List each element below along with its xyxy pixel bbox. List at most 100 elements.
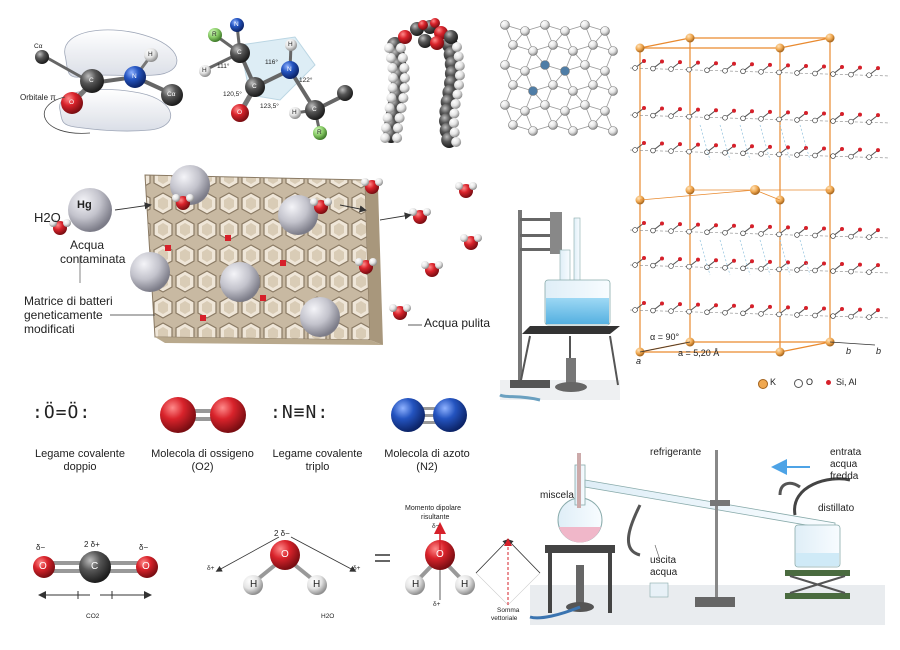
crystal-si-atom bbox=[840, 112, 844, 117]
crystal-o-atom bbox=[740, 265, 746, 272]
lipid-h-atom bbox=[392, 133, 403, 143]
crystal-o-atom bbox=[740, 310, 746, 316]
lipid-h-atom bbox=[452, 42, 462, 52]
crystal-si-atom bbox=[840, 65, 844, 70]
angle-label-1235: 123,5° bbox=[260, 103, 279, 110]
crystal-axis-b bbox=[829, 341, 876, 346]
lattice-atom bbox=[548, 120, 558, 130]
lattice-figure bbox=[495, 15, 635, 155]
legend-sial-icon bbox=[826, 380, 831, 385]
crystal-si-atom bbox=[858, 112, 862, 117]
water-hydrogen-atom bbox=[403, 304, 411, 312]
bunsen-setup-figure bbox=[499, 200, 630, 410]
h2o-drawing bbox=[215, 522, 541, 606]
lipid-h-atom bbox=[399, 83, 410, 93]
water-hydrogen-atom bbox=[49, 219, 57, 227]
lattice-atom bbox=[600, 66, 610, 76]
lipid-head-atom bbox=[398, 30, 412, 44]
lattice-atom bbox=[580, 100, 590, 110]
lattice-atom bbox=[548, 40, 558, 50]
water-hydrogen-atom bbox=[310, 198, 318, 206]
amide-h-label: H bbox=[148, 51, 153, 58]
crystal-o-atom bbox=[632, 112, 638, 118]
crystal-o-atom bbox=[830, 268, 836, 274]
lipid-h-atom bbox=[454, 61, 465, 71]
crystal-o-atom bbox=[758, 151, 764, 157]
crystal-o-atom bbox=[668, 263, 674, 269]
crystal-o-atom bbox=[740, 68, 746, 74]
water-hydrogen-atom bbox=[324, 198, 332, 206]
crystal-o-atom bbox=[866, 234, 872, 240]
lipid-h-atom bbox=[387, 83, 398, 93]
crystal-si-atom bbox=[786, 305, 790, 310]
lattice-atom bbox=[608, 126, 618, 136]
bond-molecules-drawing bbox=[160, 397, 467, 433]
crystal-si-atom bbox=[660, 301, 664, 306]
crystal-si-atom bbox=[768, 259, 772, 264]
n2-left-atom bbox=[391, 398, 425, 432]
lattice-atom bbox=[508, 40, 518, 50]
peptide-c2-label: C bbox=[252, 83, 257, 90]
crystal-si-atom bbox=[804, 145, 808, 150]
crystal-o-atom bbox=[686, 66, 692, 73]
water-hydrogen-atom bbox=[474, 234, 482, 242]
mercury-atom bbox=[300, 297, 340, 337]
crystal-o-atom bbox=[650, 112, 656, 119]
co2-o-right-atom bbox=[136, 556, 158, 578]
crystal-si-atom bbox=[858, 65, 862, 70]
crystal-o-atom bbox=[830, 153, 836, 159]
crystal-o-atom bbox=[668, 113, 674, 119]
crystal-si-atom bbox=[696, 257, 700, 262]
crystal-o-atom bbox=[740, 150, 746, 157]
amide-orbital-figure: Cα Orbitale π C O N H Cα bbox=[20, 15, 190, 140]
crystal-o-atom bbox=[776, 69, 782, 76]
crystal-o-atom bbox=[848, 153, 854, 160]
water-hydrogen-atom bbox=[389, 304, 397, 312]
h2o-h2-left-label: H bbox=[412, 579, 420, 590]
h2o-delta-plus-left: δ+ bbox=[207, 565, 215, 572]
lattice-atom bbox=[568, 126, 578, 136]
crystal-o-atom bbox=[866, 154, 872, 160]
crystal-si-atom bbox=[678, 302, 682, 307]
mercury-atom bbox=[170, 165, 210, 205]
caption-oxygen-2: (O2) bbox=[191, 460, 214, 473]
water-hydrogen-atom bbox=[435, 261, 443, 269]
crystal-o-atom bbox=[830, 233, 836, 239]
crystal-si-atom bbox=[642, 256, 646, 260]
crystal-si-atom bbox=[696, 142, 700, 147]
lattice-atom bbox=[528, 86, 538, 96]
lattice-atom bbox=[560, 106, 570, 116]
crystal-si-atom bbox=[678, 142, 682, 147]
crystal-o-atom bbox=[704, 67, 710, 73]
lattice-atom bbox=[540, 60, 550, 70]
crystal-hbond bbox=[699, 239, 711, 276]
h2o-o2-label: O bbox=[436, 549, 444, 560]
crystal-si-atom bbox=[786, 63, 790, 68]
legend-o-label: O bbox=[806, 377, 814, 387]
matrix-label-3: modificati bbox=[24, 322, 75, 336]
crystal-o-atom bbox=[704, 114, 710, 120]
peptide-c-label: C bbox=[237, 49, 242, 56]
crystal-o-atom bbox=[830, 313, 836, 319]
bond-row: :Ö=Ö: :N≡N: Legame covalente doppio Mole… bbox=[20, 390, 480, 490]
amide-carbon-sub-label: Cα bbox=[34, 43, 43, 50]
legend-sial-label: Si, Al bbox=[836, 377, 857, 387]
lattice-atom bbox=[580, 20, 590, 30]
lipid-h-atom bbox=[387, 63, 398, 73]
crystal-si-atom bbox=[642, 106, 646, 110]
angle-label-111: 111° bbox=[217, 63, 230, 70]
co2-o-left-atom bbox=[33, 556, 55, 578]
lipid-h-atom bbox=[387, 73, 398, 83]
crystal-o-atom bbox=[650, 262, 656, 269]
co2-delta-plus: 2 δ+ bbox=[84, 540, 100, 549]
h2o-h-left-atom bbox=[243, 575, 263, 595]
crystal-si-atom bbox=[768, 62, 772, 67]
label-entrata-2: acqua bbox=[830, 459, 858, 470]
crystal-o-atom bbox=[740, 115, 746, 122]
lipid-h-atom bbox=[398, 93, 409, 103]
h2o-h-right-atom bbox=[307, 575, 327, 595]
crystal-o-atom bbox=[776, 311, 782, 318]
lattice-atom bbox=[500, 20, 510, 30]
water-hydrogen-atom bbox=[172, 194, 180, 202]
crystal-o-atom bbox=[686, 263, 692, 270]
